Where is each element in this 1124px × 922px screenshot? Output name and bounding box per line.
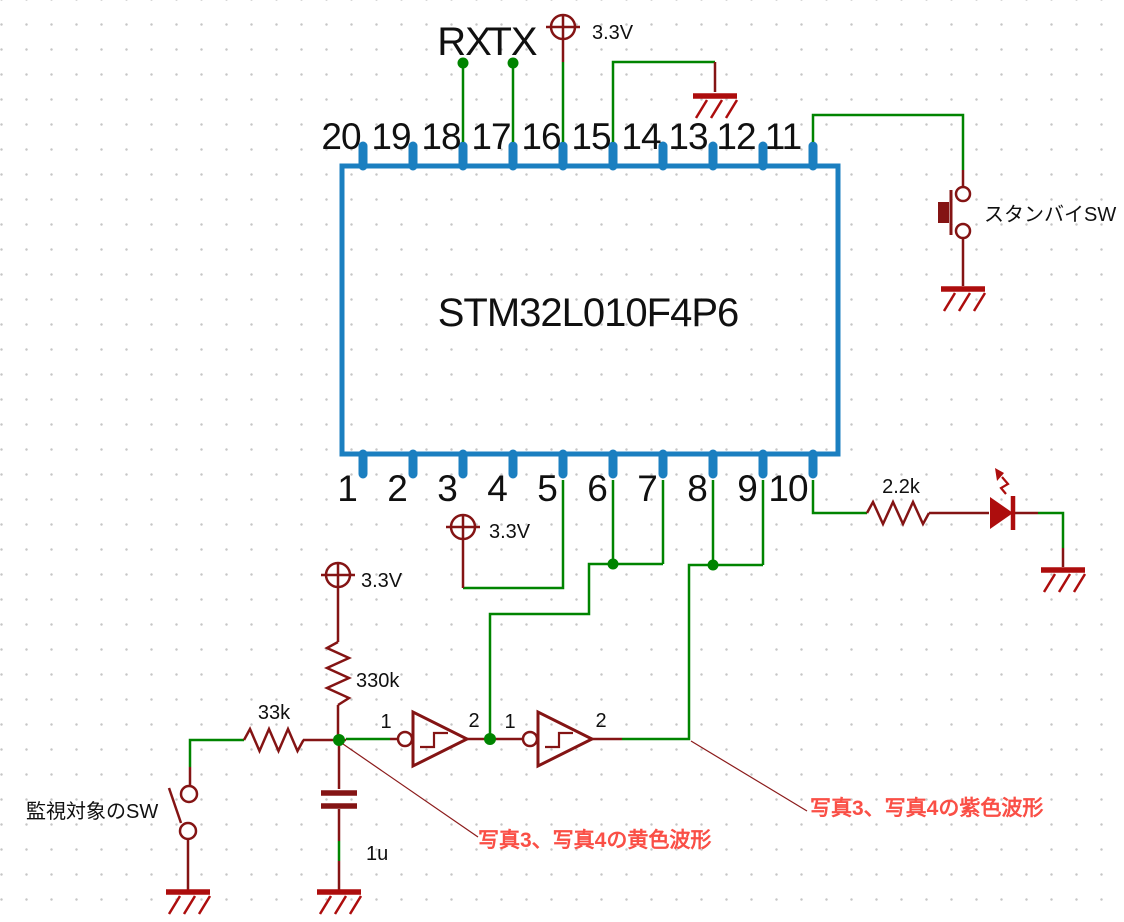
pin-number-11: 11 [764,116,802,157]
power-3v3-left-icon[interactable] [321,561,355,589]
standby-switch-label: スタンバイSW [984,204,1117,226]
hysteresis-icon [420,731,448,749]
pin-number-18: 18 [421,116,461,157]
power-3v3-mid-label: 3.3V [489,521,531,543]
pin-number-10: 10 [768,468,808,509]
power-3v3-mid-icon[interactable] [446,513,480,541]
pin-number-8: 8 [687,468,708,509]
pin-number-9: 9 [737,468,758,509]
pin-number-2: 2 [387,468,408,509]
capacitor-1u-label: 1u [366,843,389,865]
pin-number-5: 5 [537,468,558,509]
led-emission-arrow-icon [999,476,1010,495]
pin-number-19: 19 [371,116,411,157]
pin-number-4: 4 [487,468,508,509]
inverter2-pin-in-label: 1 [504,711,516,733]
resistor-33k[interactable] [242,725,305,755]
ic-name-label: STM32L010F4P6 [437,291,740,335]
inverter1-pin-out-label: 2 [468,710,480,732]
led-symbol[interactable] [990,468,1016,530]
net-label-tx[interactable]: TX [487,20,537,64]
pin-number-16: 16 [521,116,561,157]
leader-yellow-waveform [342,743,479,838]
ic-stm32l010f4p6[interactable] [339,141,841,479]
pin-number-17: 17 [471,116,511,157]
pin-number-15: 15 [571,116,611,157]
power-3v3-left-label: 3.3V [361,570,403,592]
ground-icon-led[interactable] [1041,567,1087,593]
pin-number-6: 6 [587,468,608,509]
pin-number-3: 3 [437,468,458,509]
ic-pin-stubs-bottom[interactable] [358,449,818,479]
net-label-rx[interactable]: RX [437,20,492,64]
monitored-switch-symbol[interactable] [167,784,199,841]
hysteresis-icon [545,731,573,749]
schmitt-inverter-2[interactable] [521,709,596,769]
resistor-330k[interactable] [323,640,353,707]
resistor-2.2k-label: 2.2k [882,476,920,498]
ground-icon-standby[interactable] [941,286,987,312]
ground-icon-switch[interactable] [166,889,212,915]
power-3v3-top-label: 3.3V [592,22,634,44]
monitored-switch-label: 監視対象のSW [26,801,159,823]
annotation-yellow-waveform: 写真3、写真4の黄色波形 [478,829,712,852]
resistor-2.2k[interactable] [865,498,931,528]
schmitt-inverter-1[interactable] [396,709,471,769]
pin-number-1: 1 [337,468,358,509]
junction-dots [333,57,719,746]
ground-icon-top[interactable] [693,93,739,119]
wire-net-green[interactable] [188,60,1065,861]
inverter1-pin-in-label: 1 [380,711,392,733]
capacitor-1u[interactable] [321,790,357,809]
resistor-330k-label: 330k [356,670,400,692]
pin-number-7: 7 [637,468,658,509]
pin-number-20: 20 [321,116,361,157]
resistor-33k-label: 33k [257,702,291,724]
inverter2-pin-out-label: 2 [595,710,607,732]
standby-switch-symbol[interactable] [938,185,972,240]
ic-pin-stubs-top[interactable] [358,141,818,171]
pin-number-13: 13 [668,116,708,157]
leader-purple-waveform [690,740,808,812]
ground-icon-cap[interactable] [317,889,363,915]
pin-number-12: 12 [716,116,756,157]
annotation-purple-waveform: 写真3、写真4の紫色波形 [810,797,1044,820]
power-3v3-top-icon[interactable] [546,13,580,41]
pin-number-14: 14 [621,116,661,157]
